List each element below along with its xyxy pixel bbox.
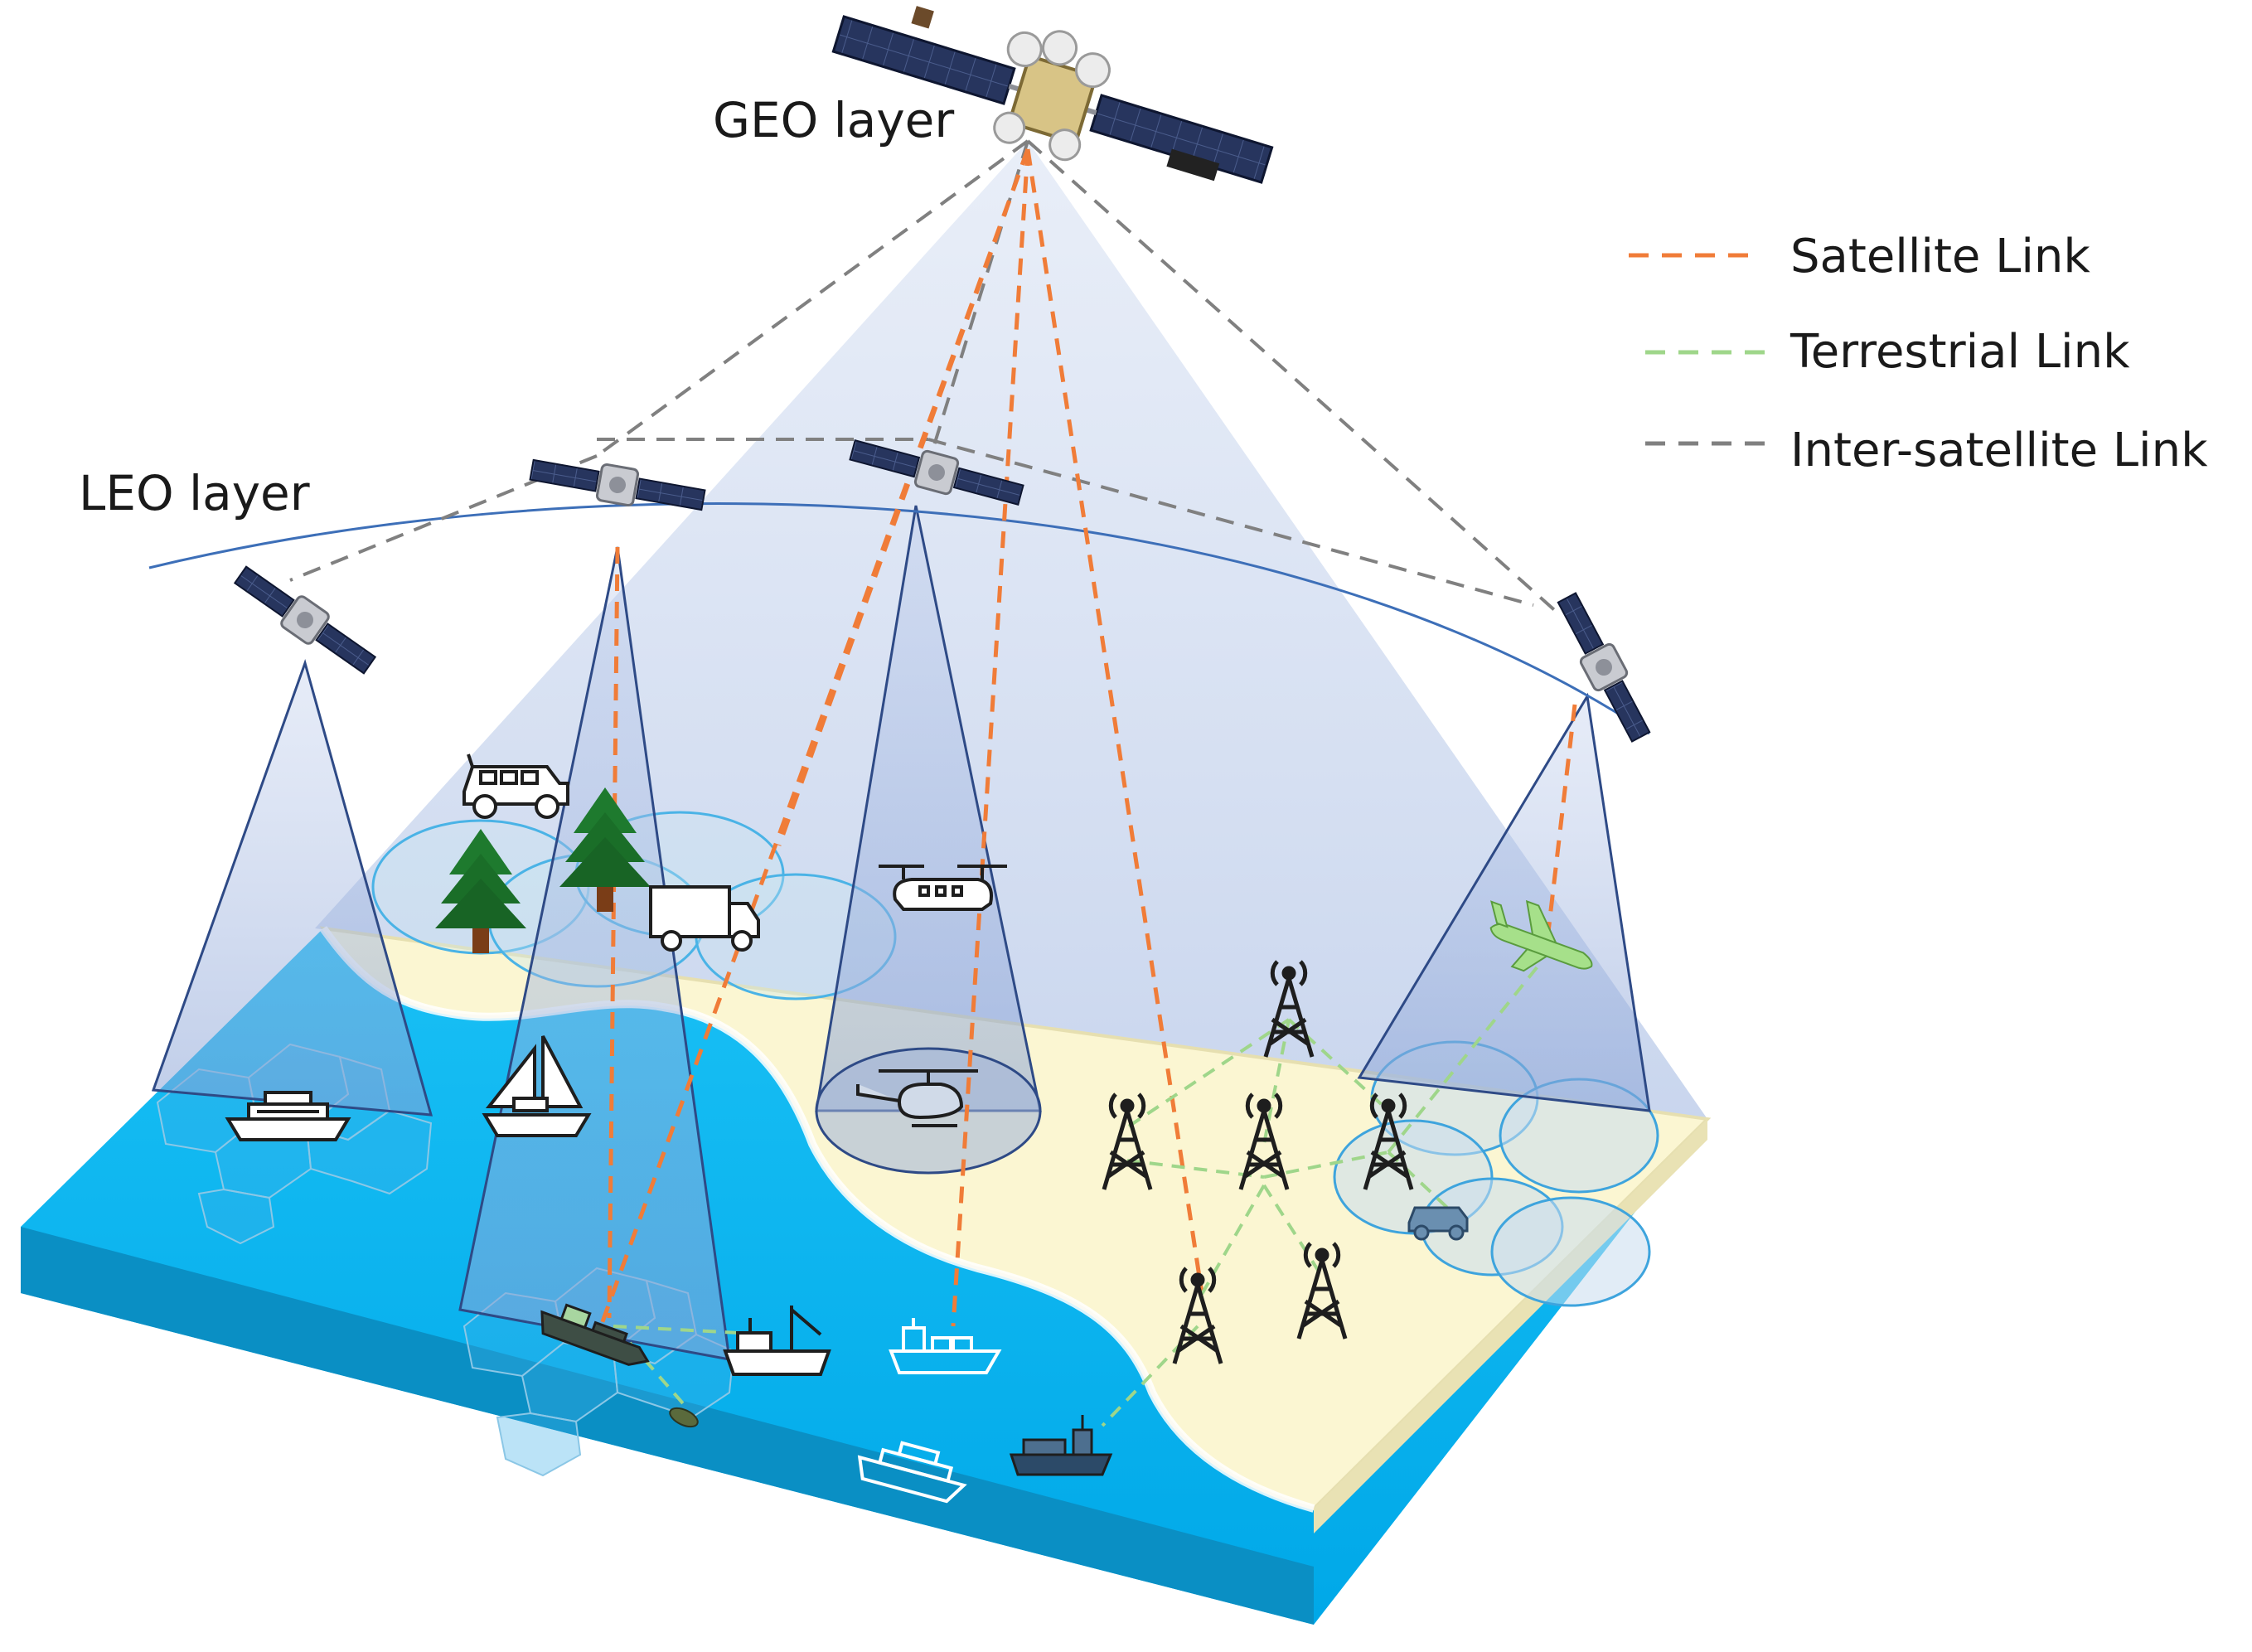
cell-tower-icon: [1296, 1242, 1348, 1340]
leo-layer-label: LEO layer: [79, 465, 310, 521]
leo-satellite-icon: [233, 565, 377, 675]
military-vehicle-icon: [463, 753, 569, 819]
cargo-ship-icon: [540, 1303, 650, 1366]
tree-icon: [435, 829, 526, 953]
cargo-ship-icon: [889, 1318, 1002, 1374]
satellite-links: [598, 148, 1577, 1327]
legend-label: Terrestrial Link: [1789, 325, 2130, 379]
military-vehicle-icon: [1407, 1206, 1469, 1241]
leo-orbit: [148, 502, 1650, 735]
leo-satellite-icon: [849, 439, 1024, 506]
legend-item-terrestrial-link: Terrestrial Link: [1645, 325, 2130, 379]
geo-satellite-icon: [831, 6, 1274, 184]
helicopter-icon: [879, 865, 1007, 911]
leo-beam-4: [1357, 692, 1651, 1112]
cell-tower-icon: [1238, 1092, 1290, 1190]
cruise-ship-icon: [857, 1441, 967, 1504]
cruise-ship-icon: [225, 1091, 351, 1141]
leo-satellite-icon: [529, 458, 706, 511]
geo-layer-label: GEO layer: [713, 92, 954, 148]
legend-label: Satellite Link: [1790, 230, 2090, 283]
buoy-icon: [669, 1407, 699, 1428]
legend-item-satellite-link: Satellite Link: [1629, 230, 2090, 283]
helicopter-icon: [856, 1069, 978, 1127]
leo-satellite-icon: [1557, 592, 1651, 743]
airplane-icon: [1489, 899, 1593, 972]
legend: Satellite Link Terrestrial Link Inter-sa…: [1629, 230, 2208, 477]
cell-tower-icon: [1172, 1267, 1223, 1364]
cell-tower-icon: [1102, 1092, 1153, 1190]
cargo-ship-icon: [1009, 1415, 1113, 1476]
legend-item-inter-satellite-link: Inter-satellite Link: [1645, 424, 2208, 477]
inter-satellite-links: [289, 139, 1560, 615]
legend-label: Inter-satellite Link: [1790, 424, 2208, 477]
cell-tower-icon: [1363, 1092, 1414, 1190]
tree-icon: [559, 787, 651, 912]
sailboat-icon: [482, 1035, 592, 1137]
truck-icon: [649, 885, 760, 952]
cell-tower-icon: [1263, 960, 1315, 1058]
cell-towers: [1102, 960, 1414, 1364]
fishing-boat-icon: [723, 1306, 831, 1376]
